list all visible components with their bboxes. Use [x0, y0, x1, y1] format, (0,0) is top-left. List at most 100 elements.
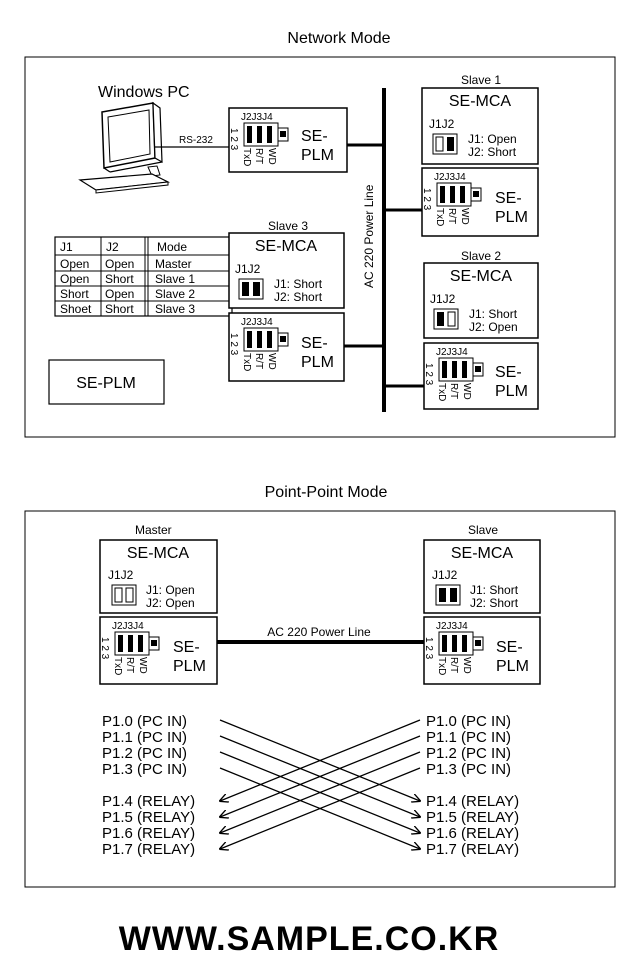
- mca-label: SE-MCA: [451, 545, 514, 562]
- mca-label: SE-MCA: [449, 93, 512, 110]
- jumper-block: [243, 327, 289, 352]
- table-header: J2: [106, 240, 119, 254]
- jumper-block: [436, 182, 482, 207]
- pin-label: P1.3 (PC IN): [102, 761, 187, 778]
- table-cell: Open: [105, 287, 134, 301]
- pin-label: P1.2 (PC IN): [426, 745, 511, 762]
- rt-label: R/T: [253, 148, 264, 164]
- j1j2-label: J1J2: [432, 568, 458, 582]
- plm-label-line1: SE-: [495, 190, 522, 207]
- pin-123-label: 1 2 3: [421, 188, 432, 211]
- slave2-se-plm-module: J2J3J4 1 2 3 TxD R/T WD SE- PLM: [423, 342, 539, 410]
- slave3-se-mca-module: SE-MCA J1J2 J1: Short J2: Short: [228, 232, 345, 309]
- p2p-power-line-label: AC 220 Power Line: [267, 625, 371, 639]
- slave1-se-mca-module: SE-MCA J1J2 J1: Open J2: Short: [421, 87, 539, 165]
- j2-setting: J2: Open: [469, 320, 518, 334]
- wd-label: WD: [137, 657, 148, 674]
- j1j2-jumper-open-open: [111, 584, 137, 606]
- jumper-header-label: J2J3J4: [241, 112, 273, 123]
- slave2-label: Slave 2: [461, 249, 501, 263]
- arrow-right-p13-to-left-p17: [220, 767, 421, 849]
- se-plm-legend-label: SE-PLM: [76, 375, 136, 392]
- slave3-label: Slave 3: [268, 219, 308, 233]
- pin-123-label: 1 2 3: [99, 637, 110, 660]
- windows-pc-icon: [78, 101, 171, 194]
- master-se-plm-module: J2J3J4 1 2 3 TxD R/T WD SE- PLM: [99, 616, 218, 685]
- pin-label: P1.0 (PC IN): [102, 713, 187, 730]
- jumper-block: [243, 122, 289, 147]
- j2-setting: J2: Short: [468, 145, 517, 159]
- rt-label: R/T: [253, 353, 264, 369]
- txd-label: TxD: [241, 148, 252, 166]
- jumper-block: [114, 631, 160, 656]
- pin-label: P1.5 (RELAY): [426, 809, 519, 826]
- table-cell: Open: [60, 257, 89, 271]
- jumper-header-label: J2J3J4: [436, 347, 468, 358]
- table-cell: Master: [155, 257, 192, 271]
- mca-label: SE-MCA: [127, 545, 190, 562]
- j1j2-label: J1J2: [108, 568, 134, 582]
- j1-setting: J1: Short: [274, 277, 323, 291]
- j1-setting: J1: Short: [469, 307, 518, 321]
- slave-label: Slave: [468, 523, 498, 537]
- pin-123-label: 1 2 3: [423, 637, 434, 660]
- plm-label-line2: PLM: [495, 209, 528, 226]
- j1-setting: J1: Short: [470, 583, 519, 597]
- plm-label-line2: PLM: [301, 354, 334, 371]
- table-header: J1: [60, 240, 73, 254]
- wd-label: WD: [461, 383, 472, 400]
- plm-label-line1: SE-: [495, 364, 522, 381]
- table-cell: Shoet: [60, 302, 92, 316]
- jumper-header-label: J2J3J4: [241, 317, 273, 328]
- power-line-label: AC 220 Power Line: [362, 184, 376, 288]
- j2-setting: J2: Short: [274, 290, 323, 304]
- right-pin-list: P1.0 (PC IN) P1.1 (PC IN) P1.2 (PC IN) P…: [426, 713, 519, 858]
- plm-label-line1: SE-: [173, 639, 200, 656]
- jumper-block: [438, 357, 484, 382]
- mca-label: SE-MCA: [255, 238, 318, 255]
- j1-setting: J1: Open: [146, 583, 195, 597]
- j1j2-label: J1J2: [430, 292, 456, 306]
- pin-label: P1.0 (PC IN): [426, 713, 511, 730]
- pin-123-label: 1 2 3: [423, 363, 434, 386]
- jumper-header-label: J2J3J4: [436, 621, 468, 632]
- j2-setting: J2: Open: [146, 596, 195, 610]
- rt-label: R/T: [448, 657, 459, 673]
- pin-label: P1.7 (RELAY): [102, 841, 195, 858]
- txd-label: TxD: [436, 657, 447, 675]
- pin-123-label: 1 2 3: [228, 333, 239, 356]
- pin-label: P1.3 (PC IN): [426, 761, 511, 778]
- txd-label: TxD: [241, 353, 252, 371]
- pin-123-label: 1 2 3: [228, 128, 239, 151]
- arrow-right-p11-to-left-p15: [220, 735, 421, 817]
- table-cell: Open: [60, 272, 89, 286]
- j1j2-label: J1J2: [429, 117, 455, 131]
- plm-label-line1: SE-: [301, 335, 328, 352]
- j1j2-jumper-open-short: [432, 133, 458, 155]
- j1j2-label: J1J2: [235, 262, 261, 276]
- pin-label: P1.4 (RELAY): [102, 793, 195, 810]
- plm-label-line2: PLM: [496, 658, 529, 675]
- network-mode-title: Network Mode: [287, 30, 390, 47]
- table-cell: Short: [60, 287, 89, 301]
- table-header: Mode: [157, 240, 187, 254]
- j1j2-jumper-short-open: [433, 308, 459, 330]
- arrow-right-p12-to-left-p16: [220, 751, 421, 833]
- wd-label: WD: [266, 148, 277, 165]
- slave1-se-plm-module: J2J3J4 1 2 3 TxD R/T WD SE- PLM: [421, 167, 539, 237]
- pin-label: P1.6 (RELAY): [102, 825, 195, 842]
- windows-pc-label: Windows PC: [98, 84, 190, 101]
- arrow-right-p10-to-left-p14: [220, 719, 421, 801]
- table-cell: Slave 2: [155, 287, 195, 301]
- plm-label-line2: PLM: [301, 147, 334, 164]
- jumper-mode-table: J1 J2 Mode Open Open Master Open Short S…: [54, 236, 233, 317]
- jumper-block: [438, 631, 484, 656]
- se-plm-legend-box: [48, 359, 165, 405]
- rt-label: R/T: [124, 657, 135, 673]
- footer-website-label: WWW.SAMPLE.CO.KR: [119, 920, 500, 958]
- rt-label: R/T: [446, 208, 457, 224]
- rt-label: R/T: [448, 383, 459, 399]
- j1-setting: J1: Open: [468, 132, 517, 146]
- pin-label: P1.2 (PC IN): [102, 745, 187, 762]
